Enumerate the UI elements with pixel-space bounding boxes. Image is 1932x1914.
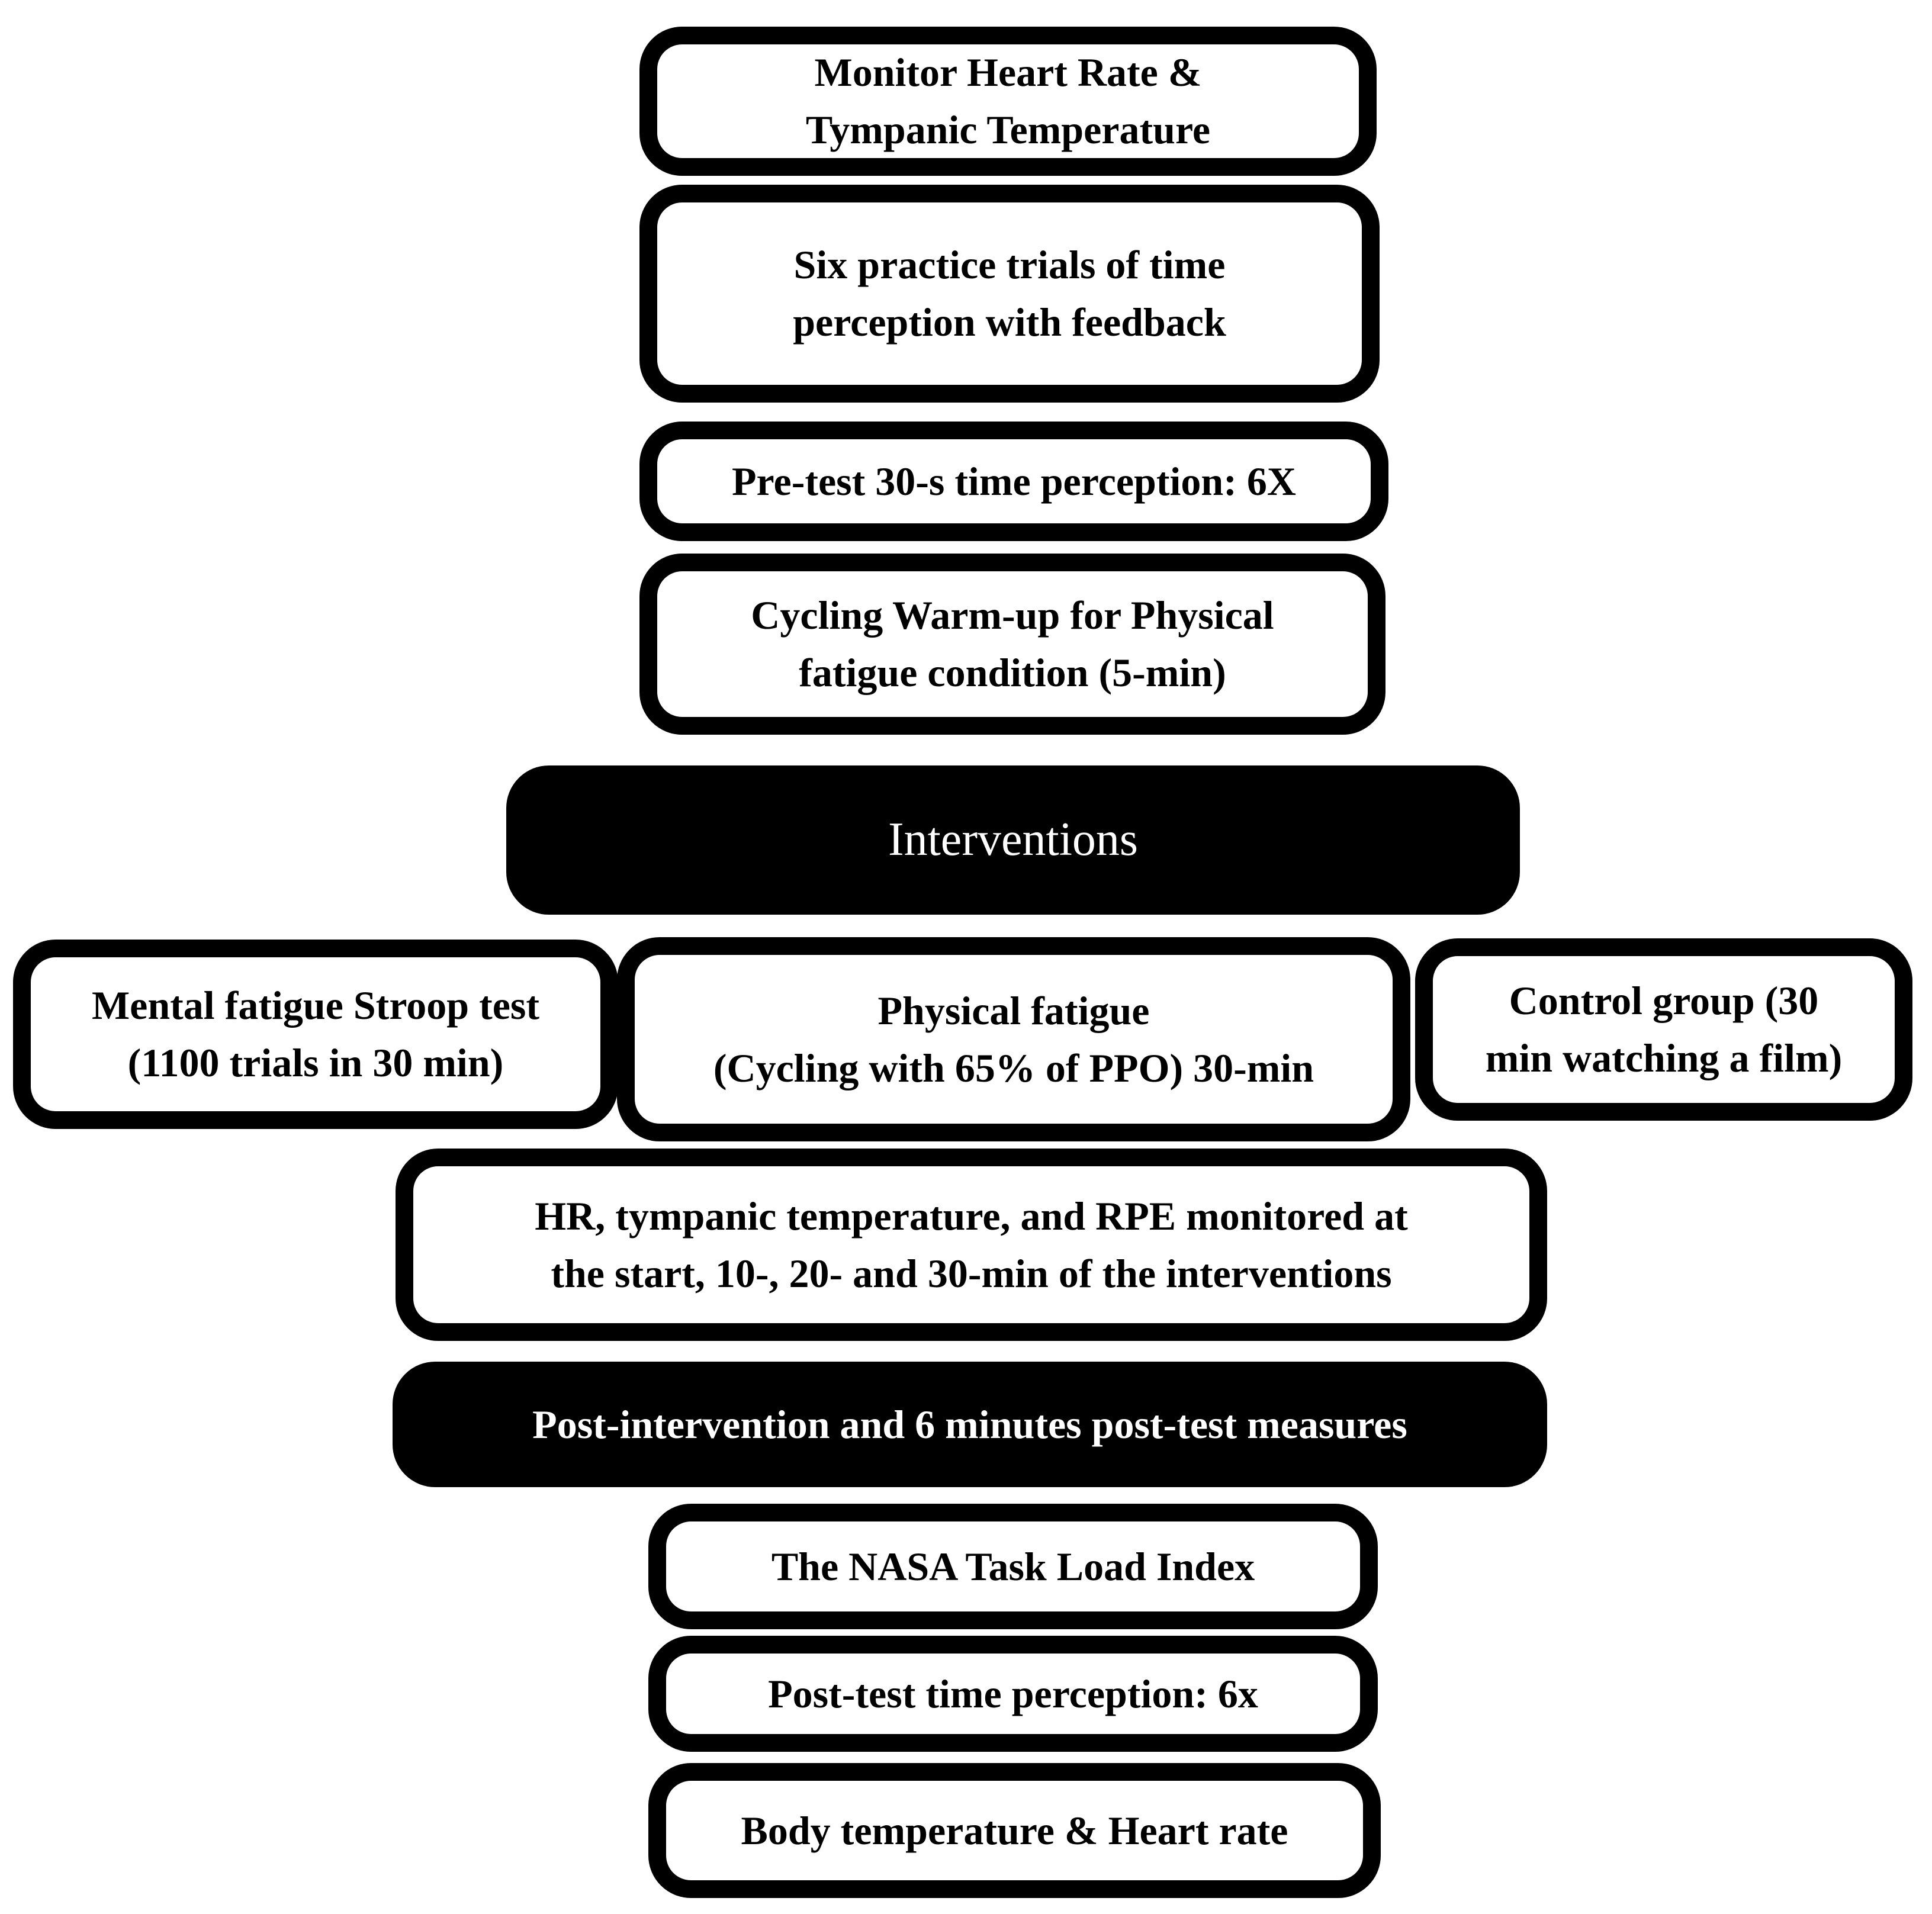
flow-box-body-temperature: Body temperature & Heart rate (648, 1763, 1381, 1898)
flow-box-monitor-heart-rate: Monitor Heart Rate & Tympanic Temperatur… (639, 27, 1377, 176)
flow-box-physical-fatigue: Physical fatigue (Cycling with 65% of PP… (617, 937, 1410, 1141)
flow-box-cycling-warmup: Cycling Warm-up for Physical fatigue con… (639, 554, 1385, 735)
flow-box-practice-trials: Six practice trials of time perception w… (639, 185, 1380, 403)
flow-box-control-group: Control group (30 min watching a film) (1415, 938, 1912, 1121)
flow-box-nasa-tlx: The NASA Task Load Index (648, 1504, 1378, 1629)
flow-header-interventions: Interventions (506, 765, 1520, 915)
flow-header-post-measures: Post-intervention and 6 minutes post-tes… (393, 1362, 1547, 1487)
flow-box-pretest-time-perception: Pre-test 30-s time perception: 6X (639, 422, 1388, 541)
flow-box-posttest-time-perception: Post-test time perception: 6x (648, 1636, 1378, 1752)
flow-box-mental-fatigue: Mental fatigue Stroop test (1100 trials … (13, 940, 618, 1129)
flow-box-hr-monitoring: HR, tympanic temperature, and RPE monito… (396, 1149, 1547, 1341)
